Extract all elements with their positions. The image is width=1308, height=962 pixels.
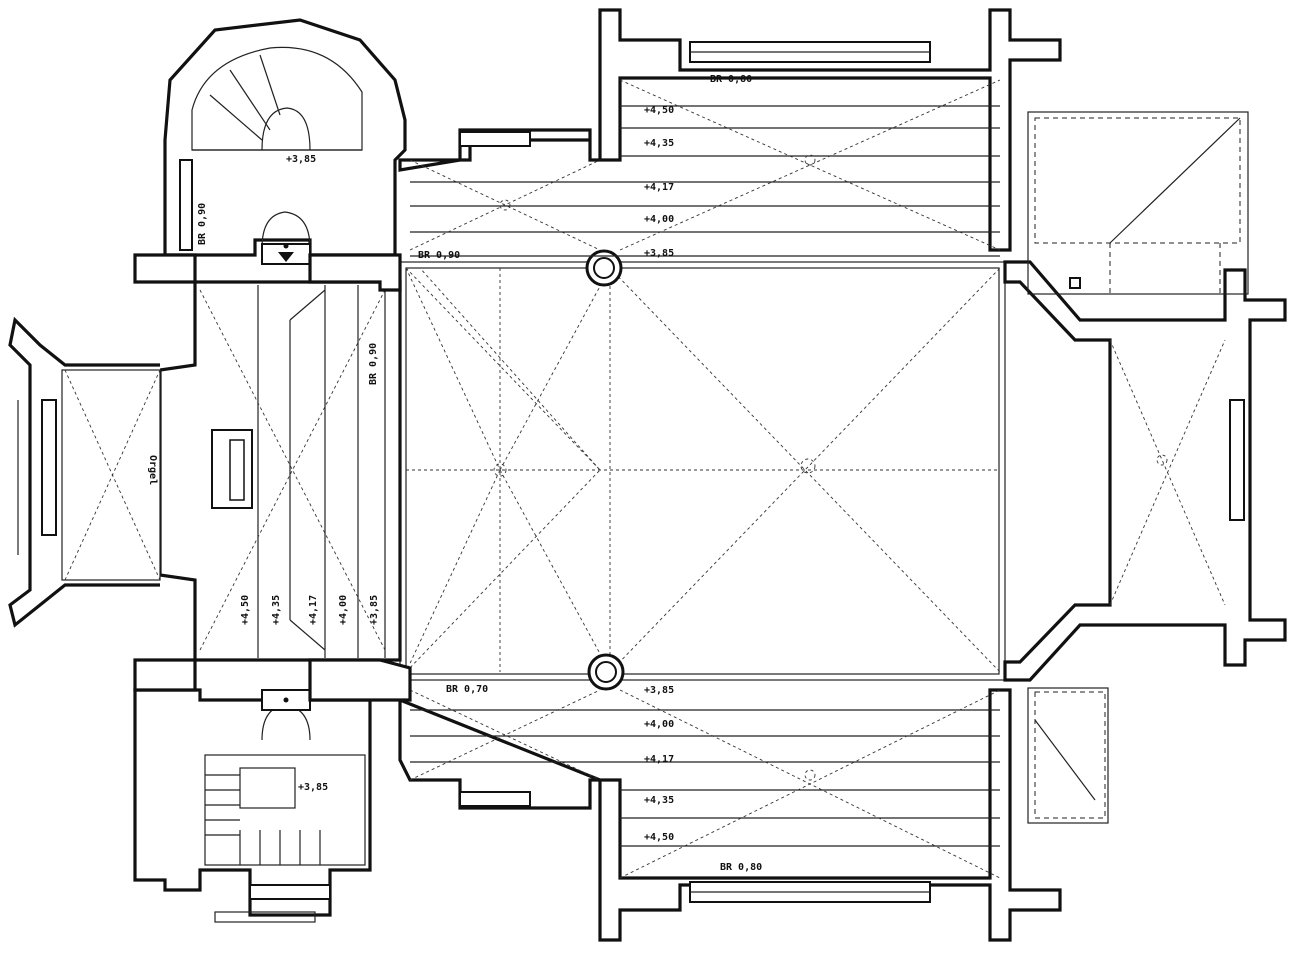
column-top <box>585 249 623 287</box>
gallery-level-4: +3,85 <box>369 595 380 625</box>
column-bottom <box>587 653 625 691</box>
top-level-0: +4,50 <box>644 105 674 116</box>
level-labels: +3,85 +3,85 BR 0,90 BR 0,90 BR 0,90 BR 0… <box>147 74 762 873</box>
label-stair-bottom: +3,85 <box>298 782 328 793</box>
bottom-level-2: +4,17 <box>644 754 674 765</box>
nave-columns <box>585 249 625 691</box>
upper-aisle <box>398 8 1062 257</box>
chancel <box>1003 260 1287 682</box>
gallery-level-3: +4,00 <box>338 595 349 625</box>
label-br-tower: BR 0,90 <box>197 203 208 245</box>
gallery-level-2: +4,17 <box>308 595 319 625</box>
label-br-nave-bottom: BR 0,70 <box>446 684 488 695</box>
bottom-level-0: +3,85 <box>644 685 674 696</box>
label-organ: Orgel <box>147 455 158 485</box>
bottom-level-3: +4,35 <box>644 795 674 806</box>
bottom-level-4: +4,50 <box>644 832 674 843</box>
label-stair-top: +3,85 <box>286 154 316 165</box>
nave <box>399 261 1006 681</box>
nave-outline <box>399 261 1006 681</box>
stair-tower-bottom <box>133 688 372 923</box>
top-level-3: +4,00 <box>644 214 674 225</box>
organ-console <box>211 429 253 509</box>
sacristy-niche <box>1069 277 1081 289</box>
label-br-window-top: BR 0,80 <box>710 74 752 85</box>
label-br-window-bottom: BR 0,80 <box>720 862 762 873</box>
label-br-gallery: BR 0,90 <box>368 343 379 385</box>
top-level-2: +4,17 <box>644 182 674 193</box>
gallery-level-1: +4,35 <box>271 595 282 625</box>
sacristy-bottom <box>1027 687 1109 824</box>
organ-bay <box>8 316 161 628</box>
sacristy-top <box>1027 111 1249 295</box>
gallery-level-0: +4,50 <box>240 595 251 625</box>
top-level-1: +4,35 <box>644 138 674 149</box>
label-br-nave-top: BR 0,90 <box>418 250 460 261</box>
stair-tower-top <box>163 18 407 265</box>
lower-aisle <box>398 688 1062 942</box>
bottom-level-1: +4,00 <box>644 719 674 730</box>
organ-gallery <box>158 280 402 662</box>
top-level-4: +3,85 <box>644 248 674 259</box>
